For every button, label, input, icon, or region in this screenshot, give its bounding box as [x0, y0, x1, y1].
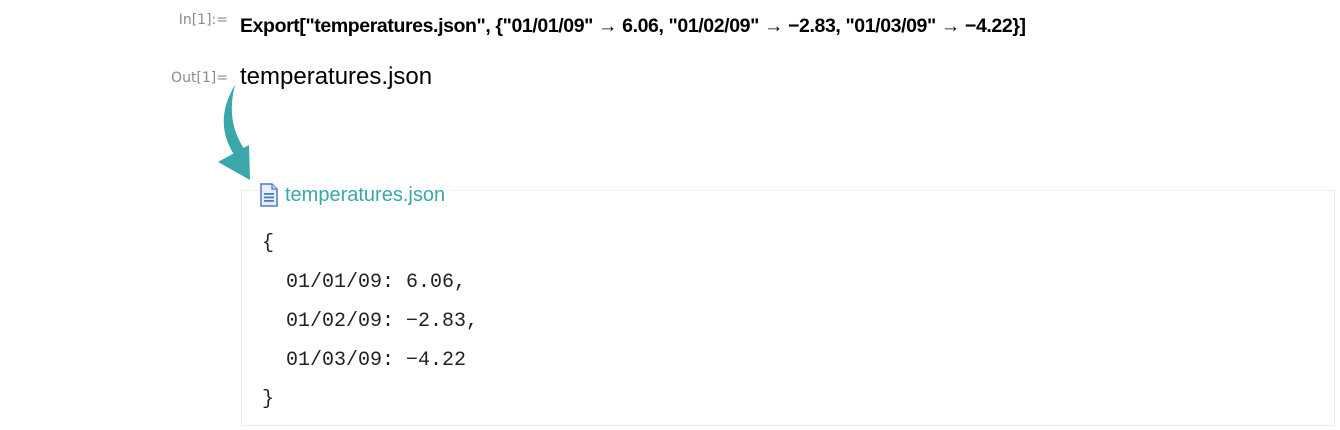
- output-cell-label: Out[1]=: [171, 70, 228, 86]
- json-value: −4.22: [406, 349, 467, 372]
- json-key: 01/02/09: [286, 310, 383, 333]
- json-value: 6.06,: [406, 271, 467, 294]
- file-name-link[interactable]: temperatures.json: [285, 183, 446, 206]
- input-cell-code[interactable]: Export["temperatures.json", {"01/01/09" …: [240, 15, 1026, 37]
- open-brace: {: [262, 232, 275, 255]
- file-preview-header[interactable]: temperatures.json: [259, 183, 452, 207]
- curved-arrow-icon: [218, 85, 250, 180]
- json-value: −2.83,: [406, 310, 479, 333]
- close-brace: }: [262, 388, 275, 411]
- input-cell-label: In[1]:=: [178, 12, 228, 28]
- file-preview-panel: [241, 190, 1335, 426]
- json-key: 01/01/09: [286, 271, 383, 294]
- json-content: { 01/01/09: 6.06, 01/02/09: −2.83, 01/03…: [262, 232, 479, 411]
- output-cell-value: temperatures.json: [240, 63, 433, 90]
- json-key: 01/03/09: [286, 349, 383, 372]
- document-icon: [260, 183, 278, 207]
